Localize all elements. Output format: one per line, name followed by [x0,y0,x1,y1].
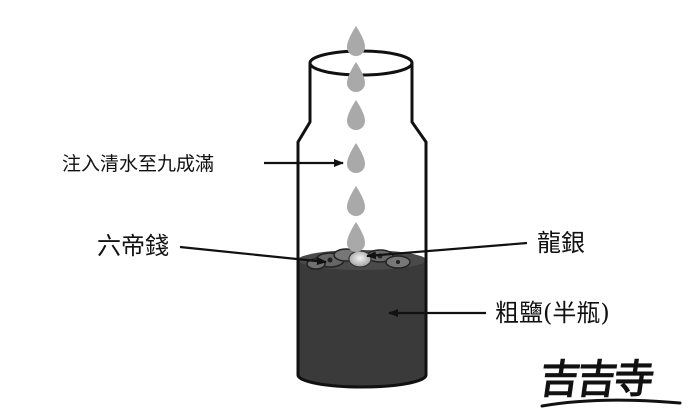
salt-label: 粗鹽(半瓶) [495,299,610,327]
coins-label: 六帝錢 [97,232,169,260]
silver-label: 龍銀 [537,229,585,257]
water-drop-icon [347,143,365,173]
salt-fill [298,260,426,387]
brand-logo: 吉吉寺 [537,356,685,416]
coin-hole [327,257,333,263]
bottle-outline [296,63,428,389]
silver-arrow [366,241,528,260]
water-drop-icon [347,100,365,130]
water-drop-icon [347,26,365,56]
water-drop-icon [347,186,365,216]
coin-hole [396,260,400,264]
coins-arrow [179,245,327,266]
water-drop-icon [347,62,365,92]
water-drops [347,26,365,252]
silver-coin [348,250,372,268]
water-label: 注入清水至九成滿 [62,153,215,175]
water-drop-icon [347,222,365,252]
logo-brush-stroke [540,398,682,408]
